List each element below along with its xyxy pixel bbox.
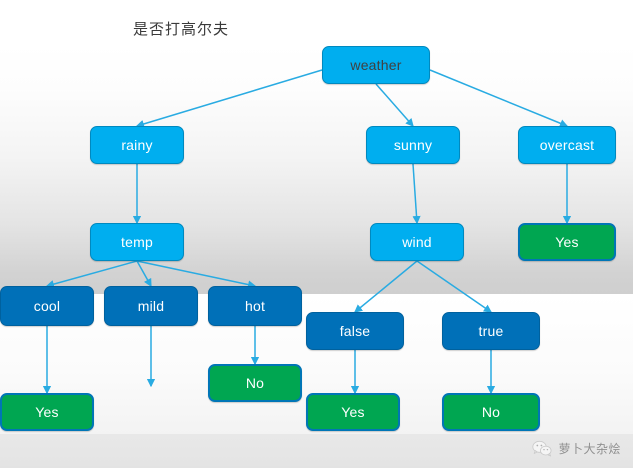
node-temp[interactable]: temp	[90, 223, 184, 261]
node-sunny[interactable]: sunny	[366, 126, 460, 164]
node-hot[interactable]: hot	[208, 286, 302, 326]
node-weather[interactable]: weather	[322, 46, 430, 84]
leaf-yes-overcast[interactable]: Yes	[518, 223, 616, 261]
node-label: cool	[33, 298, 61, 314]
node-label: true	[478, 323, 504, 339]
edge-wind-true	[416, 260, 493, 313]
node-wind[interactable]: wind	[370, 223, 464, 261]
node-label: No	[481, 404, 501, 420]
watermark: 萝卜大杂烩	[532, 440, 621, 457]
edge-temp-hot	[136, 260, 257, 289]
node-label: Yes	[555, 234, 579, 250]
node-label: mild	[137, 298, 165, 314]
leaf-no-hot[interactable]: No	[208, 364, 302, 402]
background-band-top	[0, 0, 633, 44]
node-label: hot	[244, 298, 266, 314]
node-label: overcast	[539, 137, 595, 153]
node-overcast[interactable]: overcast	[518, 126, 616, 164]
node-true[interactable]: true	[442, 312, 540, 350]
leaf-yes-cool[interactable]: Yes	[0, 393, 94, 431]
chart-title: 是否打高尔夫	[133, 20, 230, 38]
leaf-yes-false[interactable]: Yes	[306, 393, 400, 431]
edge-weather-overcast	[429, 69, 569, 128]
node-label: Yes	[341, 404, 365, 420]
node-label: false	[339, 323, 371, 339]
node-rainy[interactable]: rainy	[90, 126, 184, 164]
edge-weather-rainy	[135, 69, 323, 128]
wechat-icon	[532, 440, 552, 457]
node-false[interactable]: false	[306, 312, 404, 350]
node-label: wind	[402, 234, 432, 250]
node-cool[interactable]: cool	[0, 286, 94, 326]
node-label: No	[245, 375, 265, 391]
node-label: rainy	[121, 137, 153, 153]
edge-temp-cool	[45, 260, 138, 289]
node-mild[interactable]: mild	[104, 286, 198, 326]
node-label: Yes	[35, 404, 59, 420]
edge-sunny-wind	[412, 163, 421, 225]
edge-temp-mild	[136, 260, 152, 288]
node-label: sunny	[393, 137, 433, 153]
node-label: weather	[350, 57, 402, 73]
edge-wind-false	[354, 260, 418, 313]
edge-weather-sunny	[375, 83, 414, 127]
watermark-text: 萝卜大杂烩	[558, 442, 621, 456]
node-label: temp	[121, 234, 153, 250]
leaf-no-true[interactable]: No	[442, 393, 540, 431]
